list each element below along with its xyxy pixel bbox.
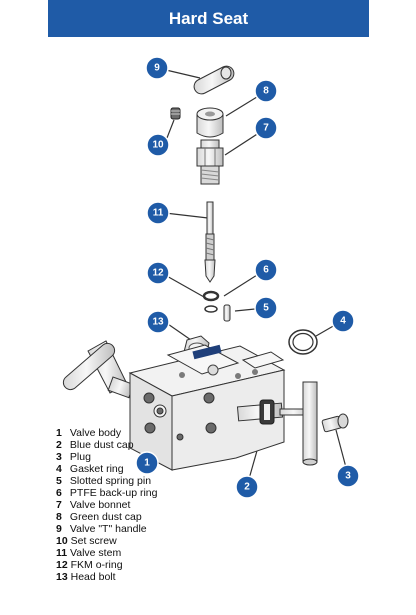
callout-12: 12 [146, 261, 170, 285]
legend-item: 8 Green dust cap [56, 511, 142, 523]
legend-item: 11 Valve stem [56, 547, 122, 559]
svg-text:11: 11 [153, 208, 164, 219]
callout-1: 1 [135, 451, 159, 475]
plug [321, 413, 349, 433]
callout-9: 9 [145, 56, 169, 80]
svg-text:4: 4 [340, 316, 346, 327]
svg-text:12: 12 [152, 268, 164, 279]
callout-7: 7 [254, 116, 278, 140]
green-dust-cap [196, 107, 224, 138]
svg-text:1: 1 [144, 458, 150, 469]
legend-item: 5 Slotted spring pin [56, 475, 152, 487]
legend-item: 9 Valve "T" handle [56, 523, 147, 535]
set-screw [170, 107, 181, 120]
legend-item: 12 FKM o-ring [56, 559, 123, 571]
callout-11: 11 [146, 201, 170, 225]
legend-item: 6 PTFE back-up ring [56, 487, 158, 499]
slotted-spring-pin [223, 304, 231, 322]
valve-bonnet [196, 139, 224, 185]
callout-3: 3 [336, 464, 360, 488]
exploded-valve-diagram: 9 8 10 7 11 12 6 5 13 4 1 2 3 [62, 56, 360, 499]
svg-text:7: 7 [263, 123, 269, 134]
legend-item: 10 Set screw [56, 535, 117, 547]
legend-item: 2 Blue dust cap [56, 439, 134, 451]
callout-bubbles: 9 8 10 7 11 12 6 5 13 4 1 2 3 [135, 56, 360, 499]
svg-text:9: 9 [154, 63, 160, 74]
svg-text:10: 10 [152, 140, 164, 151]
svg-text:8: 8 [263, 86, 269, 97]
callout-5: 5 [254, 296, 278, 320]
legend-item: 7 Valve bonnet [56, 499, 131, 511]
callout-13: 13 [146, 310, 170, 334]
legend-item: 4 Gasket ring [56, 463, 124, 475]
right-handle-assembly [236, 381, 318, 466]
valve-t-handle [193, 65, 235, 95]
valve-body [128, 344, 286, 471]
left-handle [62, 340, 135, 399]
callout-10: 10 [146, 133, 170, 157]
fkm-o-ring [202, 290, 220, 302]
callout-6: 6 [254, 258, 278, 282]
svg-text:3: 3 [345, 471, 351, 482]
legend-item: 3 Plug [56, 451, 91, 463]
svg-text:2: 2 [244, 482, 250, 493]
gasket-ring [288, 329, 318, 355]
callout-8: 8 [254, 79, 278, 103]
callout-2: 2 [235, 475, 259, 499]
svg-text:13: 13 [152, 317, 164, 328]
parts-legend: 1 Valve body 2 Blue dust cap 3 Plug 4 Ga… [56, 427, 157, 583]
diagram-title: Hard Seat [48, 0, 369, 37]
legend-item: 1 Valve body [56, 427, 122, 439]
ptfe-backup-ring [204, 305, 218, 313]
svg-text:5: 5 [263, 303, 269, 314]
callout-4: 4 [331, 309, 355, 333]
svg-text:6: 6 [263, 265, 269, 276]
valve-stem [204, 201, 216, 283]
legend-item: 13 Head bolt [56, 571, 116, 583]
